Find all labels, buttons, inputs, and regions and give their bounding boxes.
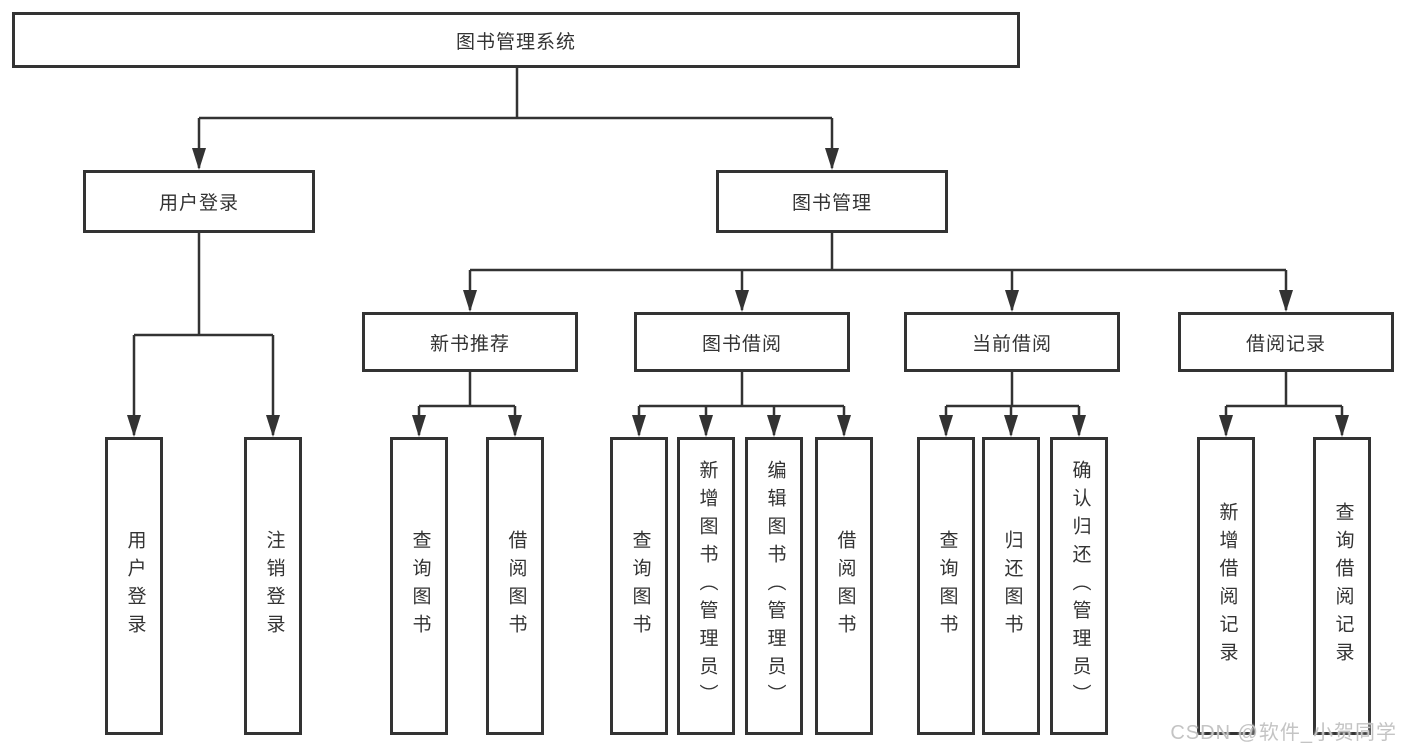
node-borrowing-records: 借阅记录 (1178, 312, 1394, 372)
leaf-logout: 注销登录 (244, 437, 302, 735)
node-label: 图书管理系统 (455, 31, 576, 53)
node-label: 归还图书 (1001, 530, 1023, 642)
csdn-watermark: CSDN @软件_小贺同学 (1170, 722, 1397, 744)
node-label: 新增图书（管理员） (696, 460, 718, 712)
leaf-query-books-current: 查询图书 (917, 437, 975, 735)
node-label: 借阅记录 (1245, 333, 1326, 355)
node-label: 编辑图书（管理员） (764, 460, 786, 712)
node-label: 用户登录 (124, 530, 146, 642)
node-label: 查询图书 (629, 530, 651, 642)
node-label: 图书管理 (791, 193, 872, 214)
leaf-confirm-return-admin: 确认归还（管理员） (1050, 437, 1108, 735)
leaf-borrow-books-recommend: 借阅图书 (486, 437, 544, 735)
node-label: 用户登录 (158, 193, 239, 214)
node-label: 借阅图书 (834, 530, 856, 642)
node-label: 新书推荐 (429, 333, 510, 355)
node-book-management: 图书管理 (716, 170, 948, 233)
node-label: 借阅图书 (505, 530, 527, 642)
node-label: 查询图书 (936, 530, 958, 642)
leaf-query-books-recommend: 查询图书 (390, 437, 448, 735)
leaf-borrow-books-borrowing: 借阅图书 (815, 437, 873, 735)
leaf-add-book-admin: 新增图书（管理员） (677, 437, 735, 735)
node-label: 查询借阅记录 (1332, 502, 1354, 670)
leaf-add-borrow-record: 新增借阅记录 (1197, 437, 1255, 735)
node-label: 新增借阅记录 (1216, 502, 1238, 670)
node-label: 图书借阅 (701, 333, 782, 355)
node-new-book-recommend: 新书推荐 (362, 312, 578, 372)
node-label: 当前借阅 (971, 333, 1052, 355)
node-label: 注销登录 (263, 530, 285, 642)
node-label: 确认归还（管理员） (1069, 460, 1091, 712)
node-user-login: 用户登录 (83, 170, 315, 233)
leaf-user-login: 用户登录 (105, 437, 163, 735)
leaf-return-books: 归还图书 (982, 437, 1040, 735)
node-label: 查询图书 (409, 530, 431, 642)
leaf-query-borrow-record: 查询借阅记录 (1313, 437, 1371, 735)
node-library-system: 图书管理系统 (12, 12, 1020, 68)
node-current-borrowing: 当前借阅 (904, 312, 1120, 372)
leaf-edit-book-admin: 编辑图书（管理员） (745, 437, 803, 735)
leaf-query-books-borrowing: 查询图书 (610, 437, 668, 735)
node-book-borrowing: 图书借阅 (634, 312, 850, 372)
